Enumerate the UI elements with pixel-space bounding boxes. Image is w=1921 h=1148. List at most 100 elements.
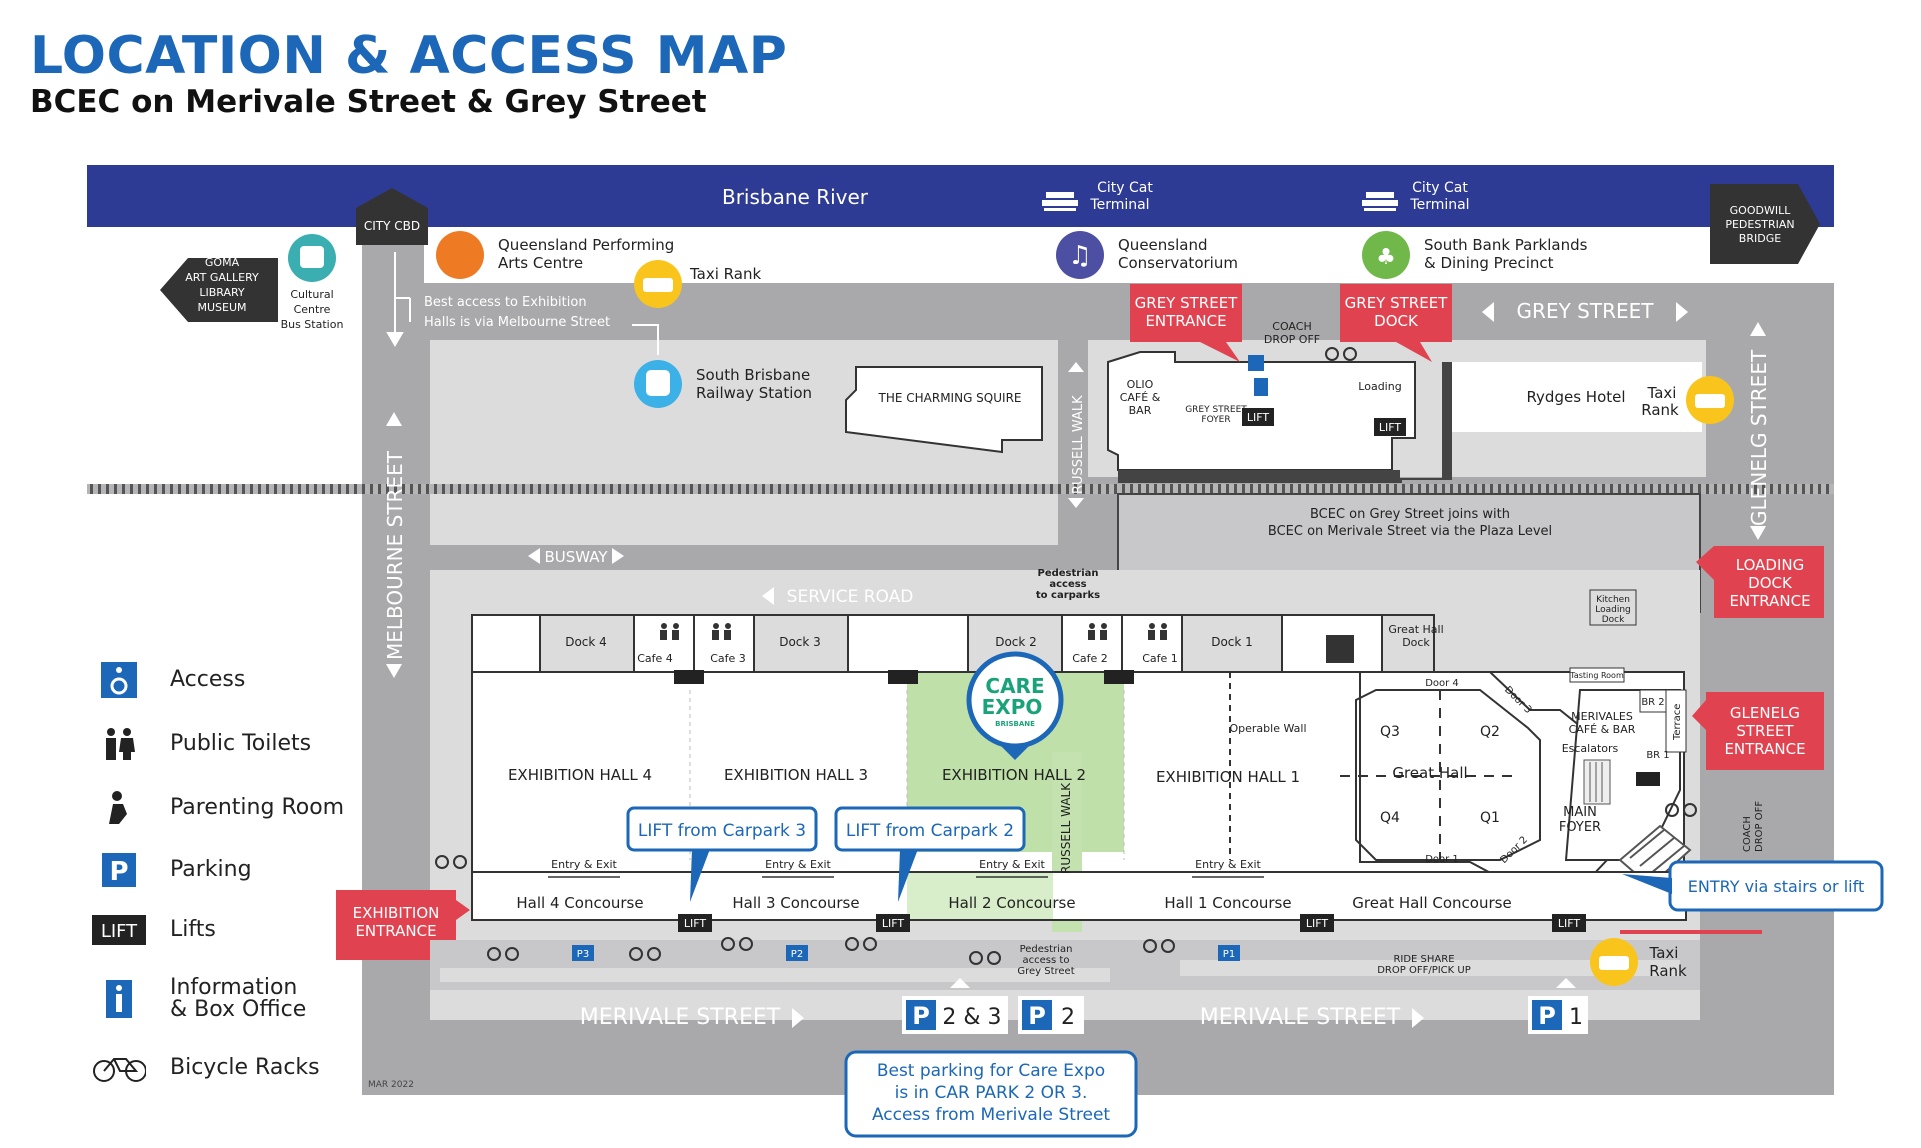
loading-dock-entrance-sign [1696,546,1824,618]
taxi-icon-glyph [1695,394,1725,408]
tasting-room [1569,667,1625,683]
city-cbd-label: CITY CBD [364,219,420,233]
dock-2-label: Dock 2 [995,635,1037,649]
grey-street-label: GREY STREET [1517,299,1655,323]
tasting-room-label: Tasting Room [1569,671,1624,680]
lift-concourse-3-label: LIFT [684,917,707,930]
hall-1-concourse: Hall 1 Concourse [1164,894,1291,912]
terrace-label: Terrace [1672,704,1683,741]
terrace-box [1665,689,1687,753]
hall-4-concourse: Hall 4 Concourse [516,894,643,912]
merivale-street-right: MERIVALE STREET [1200,1005,1401,1030]
parking-1-p [1532,1000,1562,1030]
busway-band [430,510,1058,545]
ride-share-lane [1180,960,1680,976]
legend-item-parking: P Parking [92,850,252,890]
page-subtitle: BCEC on Merivale Street & Grey Street [30,84,707,120]
entry-stairs-label: ENTRY via stairs or lift [1688,877,1864,896]
taxi-icon-glyph [643,278,673,292]
foyer-door-marker [1636,772,1660,786]
q3-label: Q3 [1380,724,1400,740]
toilets-icon [92,724,146,764]
p2-label: P2 [791,949,803,960]
q2-label: Q2 [1480,724,1500,740]
parking-2-label: 2 [1061,1005,1075,1030]
parking-1-p-letter: P [1538,1002,1556,1030]
toilets-icon [660,623,1167,640]
legend-item-access: Access [92,660,245,700]
entry-exit-label: Entry & Exit [979,858,1045,871]
dock-4-label: Dock 4 [565,635,607,649]
music-note-icon: ♫ [1068,241,1091,271]
access-icon [92,660,146,700]
parking-2-p-letter: P [1028,1002,1046,1030]
exhibition-hall-3: EXHIBITION HALL 3 [724,766,868,784]
parking-arrow-23 [950,978,970,988]
great-hall-dock-square [1326,635,1354,663]
lift-carpark-2-label: LIFT from Carpark 2 [846,821,1014,841]
p1-marker [1218,945,1240,961]
parking-1-label: 1 [1569,1005,1583,1030]
lift-concourse-1 [1300,914,1334,932]
parking-arrow-1 [1556,978,1576,988]
hall-3-concourse: Hall 3 Concourse [732,894,859,912]
door-1-label: Door 1 [1425,854,1459,865]
lift-carpark-3-label: LIFT from Carpark 3 [638,821,806,841]
kitchen-loading-dock-box [1589,589,1637,626]
coach-drop-off-right-2: DROP OFF [1754,801,1765,852]
exhibition-hall-1: EXHIBITION HALL 1 [1156,768,1300,786]
parenting-room-icon [92,788,146,828]
glenelg-entrance-sign [1692,692,1824,770]
parking-2-3-p [906,1000,936,1030]
lift-concourse-2-label: LIFT [882,917,905,930]
glenelg-up-arrow [1750,322,1766,336]
merivale-street-left: MERIVALE STREET [580,1005,781,1030]
busway-left-arrow [528,548,540,564]
ferry-icon [1042,192,1078,211]
dock-2-box [847,614,969,673]
grey-left-arrow [1482,302,1494,322]
cafe-2-label: Cafe 2 [1072,652,1108,665]
exhibition-hall-2: EXHIBITION HALL 2 [942,766,1086,784]
legend-label: Access [170,667,246,692]
lift-icon: LIFT [92,910,146,950]
service-road-label: SERVICE ROAD [787,587,914,607]
exhibition-hall-4: EXHIBITION HALL 4 [508,766,652,784]
dock-4-box [471,614,541,673]
legend-item-toilets: Public Toilets [92,724,311,764]
care-expo-care: CARE [985,674,1044,698]
legend-label: Lifts [170,917,216,942]
operable-wall-label: Operable Wall [1230,722,1307,735]
door-4-label: Door 4 [1425,678,1459,689]
melbourne-up-arrow [386,412,402,426]
melbourne-street-label: MELBOURNE STREET [383,450,407,660]
br2-label: BR 2 [1641,697,1664,708]
cafe-1-label: Cafe 1 [1142,652,1178,665]
lift-concourse-1-label: LIFT [1306,917,1329,930]
date-code: MAR 2022 [368,1080,414,1090]
p2-marker [786,945,808,961]
grey-street-dock-sign [1340,284,1452,362]
glenelg-street-label: GLENELG STREET [1747,349,1771,526]
concourse-entry-exit: Entry & Exit Entry & Exit Entry & Exit E… [548,858,1264,878]
legend-label: Parenting Room [170,795,345,820]
drop-off-lane [440,968,1110,982]
